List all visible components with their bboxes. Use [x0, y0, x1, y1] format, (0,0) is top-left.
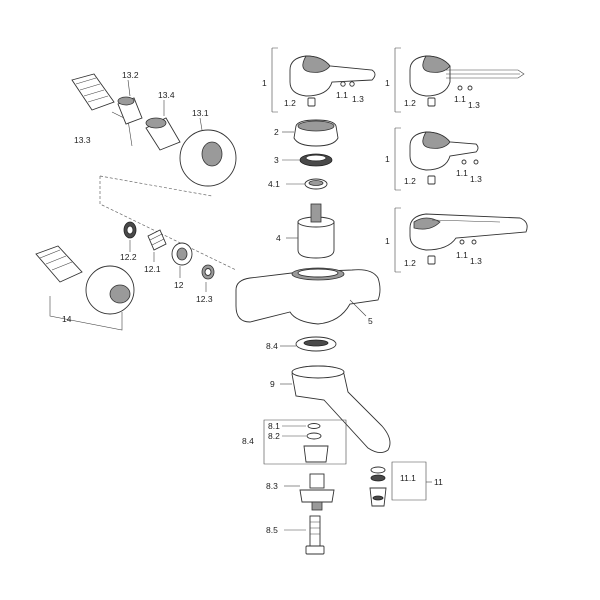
label-8-5: 8.5 — [266, 525, 278, 535]
ring-4-1 — [286, 178, 328, 190]
label-5: 5 — [368, 316, 373, 326]
label-13-1: 13.1 — [192, 108, 209, 118]
label-1-3: 1.3 — [352, 94, 364, 104]
cap-2 — [282, 119, 339, 147]
seals-group-8-4 — [263, 419, 347, 465]
label-1c-1: 1.1 — [456, 168, 468, 178]
label-8-2: 8.2 — [268, 431, 280, 441]
label-4-1: 4.1 — [268, 179, 280, 189]
label-13-2: 13.2 — [122, 70, 139, 80]
label-1b: 1 — [385, 78, 390, 88]
dashed-guide — [99, 175, 237, 271]
label-1b-1: 1.1 — [454, 94, 466, 104]
lever-handle-short — [394, 127, 479, 191]
fitting-8-3 — [284, 473, 335, 511]
spout-9 — [280, 365, 391, 453]
aerator-11 — [369, 461, 432, 507]
label-8-1: 8.1 — [268, 421, 280, 431]
label-11-1: 11.1 — [400, 473, 416, 483]
label-1c: 1 — [385, 154, 390, 164]
lever-handle-rod — [394, 47, 525, 113]
cartridge-4 — [286, 203, 335, 259]
label-3: 3 — [274, 155, 279, 165]
label-1c-2: 1.2 — [404, 176, 416, 186]
bolt-8-5 — [284, 515, 325, 555]
label-8-4-top: 8.4 — [266, 341, 278, 351]
label-12-2: 12.2 — [120, 252, 137, 262]
label-8-4: 8.4 — [242, 436, 254, 446]
valve-body-5 — [235, 267, 381, 325]
label-1c-3: 1.3 — [470, 174, 482, 184]
label-1d-3: 1.3 — [470, 256, 482, 266]
label-12-1: 12.1 — [144, 264, 161, 274]
label-1d-2: 1.2 — [404, 258, 416, 268]
label-1d: 1 — [385, 236, 390, 246]
label-2: 2 — [274, 127, 279, 137]
label-12-3: 12.3 — [196, 294, 213, 304]
label-1b-2: 1.2 — [404, 98, 416, 108]
label-11: 11 — [434, 477, 443, 487]
nipple-12-1 — [147, 229, 167, 262]
lever-handle-long — [394, 207, 528, 273]
nut-12 — [171, 242, 193, 278]
label-1b-3: 1.3 — [468, 100, 480, 110]
label-13-3: 13.3 — [74, 135, 91, 145]
connector-14 — [35, 245, 135, 331]
label-1d-1: 1.1 — [456, 250, 468, 260]
sleeve-13-4 — [145, 100, 181, 151]
label-8-3: 8.3 — [266, 481, 278, 491]
rosette-13-1 — [179, 117, 237, 187]
insert-12-3 — [201, 264, 215, 292]
label-4: 4 — [276, 233, 281, 243]
label-9: 9 — [270, 379, 275, 389]
lever-handle-1 — [271, 47, 376, 113]
nut-3 — [282, 153, 333, 167]
label-13-4: 13.4 — [158, 90, 175, 100]
label-1-1: 1.1 — [336, 90, 348, 100]
label-12: 12 — [174, 280, 184, 290]
bushing-13-2 — [117, 79, 143, 125]
ring-12-2 — [123, 221, 137, 252]
label-14: 14 — [62, 314, 72, 324]
ring-8-4-top — [280, 336, 337, 352]
label-1: 1 — [262, 78, 267, 88]
label-1-2: 1.2 — [284, 98, 296, 108]
